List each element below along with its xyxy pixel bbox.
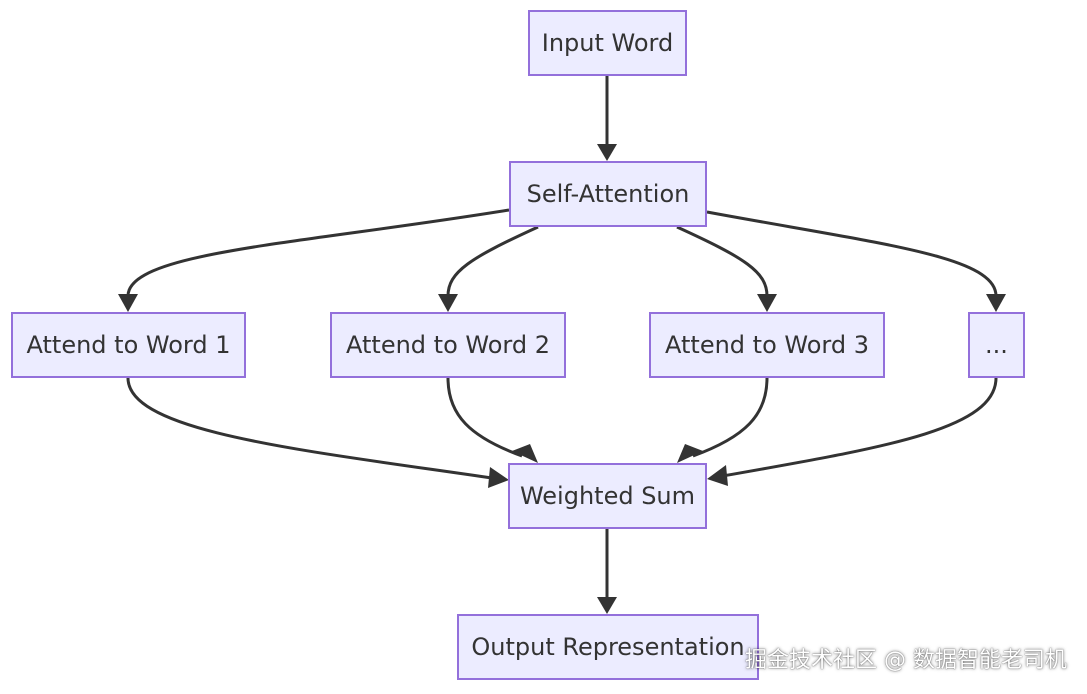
- edge-word-3-to-weighted-sum: [692, 377, 769, 458]
- arrowhead-word-2: [438, 294, 458, 312]
- node-label: Output Representation: [471, 633, 745, 661]
- arrowhead-ellipsis: [986, 294, 1006, 312]
- edge-word-2-to-weighted-sum: [446, 377, 523, 458]
- node-weighted-sum: Weighted Sum: [508, 463, 707, 529]
- arrowhead-weighted-sum-from-word-1: [488, 467, 509, 488]
- node-label: Attend to Word 2: [346, 331, 550, 359]
- edge-self-attention-to-word-2: [446, 225, 539, 297]
- arrowhead-self-attention: [597, 144, 617, 161]
- node-ellipsis: ...: [968, 312, 1025, 378]
- node-self-attention: Self-Attention: [509, 161, 707, 227]
- node-label: Attend to Word 1: [26, 331, 231, 359]
- arrowhead-word-3: [757, 294, 777, 312]
- arrowhead-word-1: [118, 294, 138, 312]
- edge-self-attention-to-ellipsis: [706, 210, 998, 297]
- arrowhead-weighted-sum-from-word-2: [512, 444, 538, 463]
- edge-word-1-to-weighted-sum: [126, 377, 493, 480]
- node-label: Attend to Word 3: [665, 331, 869, 359]
- node-output-representation: Output Representation: [457, 614, 759, 680]
- node-label: ...: [985, 331, 1008, 359]
- edge-ellipsis-to-weighted-sum: [722, 377, 998, 478]
- edge-self-attention-to-word-1: [126, 208, 510, 297]
- node-attend-word-1: Attend to Word 1: [11, 312, 246, 378]
- edge-self-attention-to-word-3: [676, 225, 769, 297]
- watermark: 掘金技术社区 @ 数据智能老司机: [745, 648, 1067, 673]
- node-attend-word-3: Attend to Word 3: [649, 312, 885, 378]
- node-input-word: Input Word: [528, 10, 687, 76]
- arrowhead-weighted-sum-from-word-3: [677, 444, 703, 463]
- node-label: Self-Attention: [526, 180, 690, 208]
- arrowhead-weighted-sum-from-ellipsis: [707, 465, 728, 486]
- node-attend-word-2: Attend to Word 2: [330, 312, 566, 378]
- node-label: Weighted Sum: [519, 482, 696, 510]
- arrowhead-output: [597, 597, 617, 614]
- node-label: Input Word: [541, 29, 674, 57]
